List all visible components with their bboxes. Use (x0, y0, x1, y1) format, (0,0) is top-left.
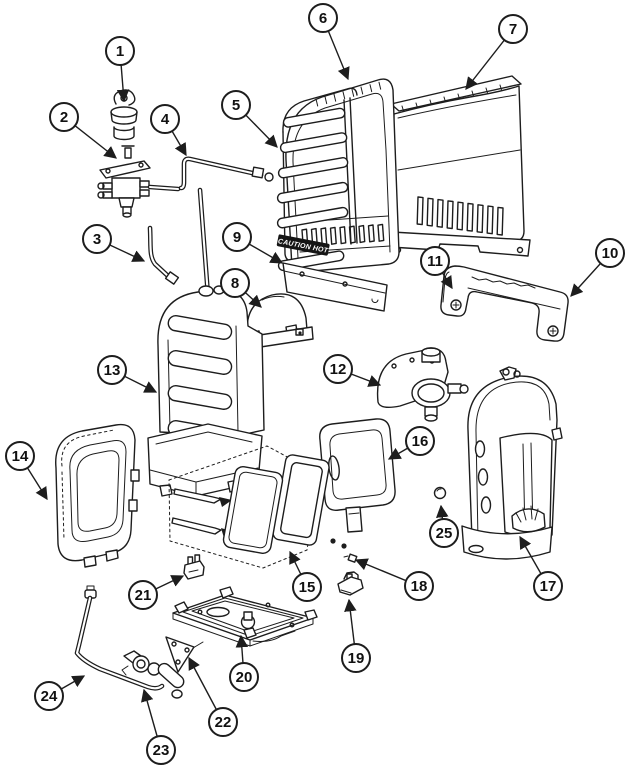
callout-18: 18 (404, 571, 434, 601)
callout-15: 15 (292, 572, 322, 602)
svg-text:7: 7 (509, 21, 517, 38)
svg-text:13: 13 (104, 362, 121, 379)
callout-13: 13 (97, 355, 127, 385)
svg-text:2: 2 (60, 109, 68, 126)
part-16-tank-door (319, 418, 396, 533)
svg-text:24: 24 (41, 688, 58, 705)
svg-text:21: 21 (135, 587, 152, 604)
svg-text:9: 9 (233, 229, 241, 246)
part-12-regulator-assembly (376, 347, 469, 422)
part-18-screw (330, 538, 358, 563)
svg-text:22: 22 (215, 714, 232, 731)
callout-10: 10 (595, 238, 625, 268)
part-14-front-frame (55, 423, 140, 568)
callout-5: 5 (221, 90, 251, 120)
svg-text:17: 17 (540, 578, 557, 595)
svg-text:10: 10 (602, 245, 619, 262)
callout-4: 4 (150, 104, 180, 134)
callout-layer: 1234567891011121314151617181920212223242… (5, 3, 625, 765)
svg-text:15: 15 (299, 579, 316, 596)
svg-text:11: 11 (427, 253, 443, 270)
callout-12: 12 (323, 354, 353, 384)
callout-17: 17 (533, 571, 563, 601)
callout-22: 22 (208, 707, 238, 737)
svg-text:12: 12 (330, 361, 347, 378)
callout-8: 8 (220, 268, 250, 298)
callout-3: 3 (82, 224, 112, 254)
part-25-ball (433, 486, 447, 500)
callout-11: 11 (420, 246, 450, 276)
svg-text:19: 19 (348, 650, 365, 667)
svg-text:23: 23 (153, 742, 170, 759)
callout-21: 21 (128, 580, 158, 610)
callout-19: 19 (341, 643, 371, 673)
part-19-bracket-clip (337, 571, 364, 596)
svg-text:3: 3 (93, 231, 101, 248)
callout-2: 2 (49, 102, 79, 132)
svg-text:6: 6 (319, 10, 327, 27)
part-9-mounting-plate (282, 262, 388, 312)
part-20-base-pan (172, 586, 318, 647)
callout-9: 9 (222, 222, 252, 252)
part-13-left-housing (147, 285, 265, 497)
svg-text:5: 5 (232, 97, 240, 114)
callout-6: 6 (308, 3, 338, 33)
part-21-switch-clip (183, 554, 205, 580)
svg-text:8: 8 (231, 275, 239, 292)
svg-text:18: 18 (411, 578, 428, 595)
part-3-pilot-tube (147, 225, 180, 285)
svg-text:20: 20 (236, 669, 253, 686)
callout-1: 1 (105, 36, 135, 66)
part-23-valve-assembly (121, 650, 185, 699)
part-7-rear-panel (389, 75, 531, 257)
part-22-corner-bracket (165, 636, 204, 673)
svg-text:14: 14 (12, 448, 29, 465)
callout-23: 23 (146, 735, 176, 765)
part-10-handle (440, 265, 569, 342)
callout-20: 20 (229, 662, 259, 692)
callout-25: 25 (429, 518, 459, 548)
part-2-valve-bracket (97, 145, 151, 218)
part-15-tile-kit (168, 445, 330, 569)
svg-text:1: 1 (116, 43, 124, 60)
svg-text:16: 16 (412, 433, 429, 450)
svg-text:25: 25 (436, 525, 453, 542)
callout-14: 14 (5, 441, 35, 471)
svg-text:4: 4 (161, 111, 170, 128)
callout-24: 24 (34, 681, 64, 711)
part-17-right-housing (461, 366, 563, 560)
callout-16: 16 (405, 426, 435, 456)
callout-7: 7 (498, 14, 528, 44)
part-24-fuel-tube (74, 585, 165, 691)
